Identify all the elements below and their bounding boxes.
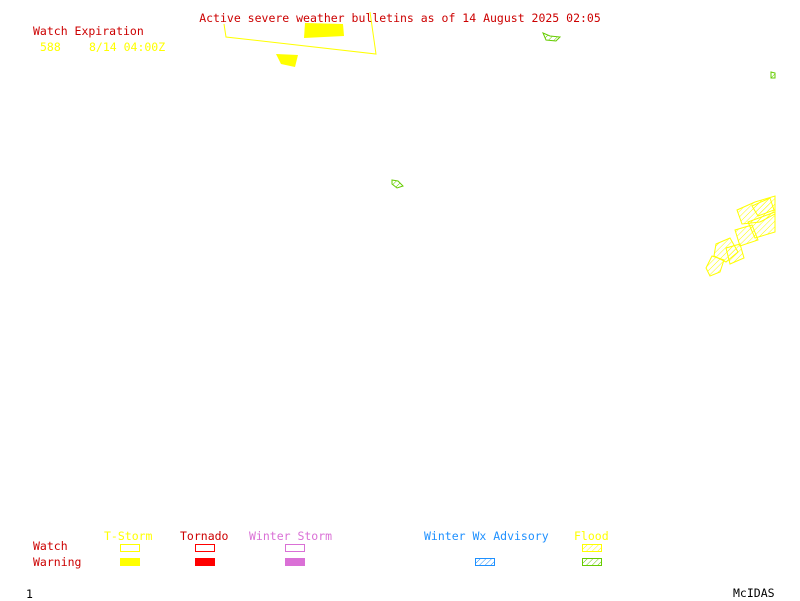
software-label: McIDAS (733, 586, 775, 600)
flood-warning-cluster (705, 195, 776, 277)
legend-label-winter-wx-advisory: Winter Wx Advisory (424, 529, 549, 543)
tstorm-watch-outline (223, 11, 377, 55)
legend-swatch-tornado-warning (195, 558, 215, 566)
flood-warning-polygon (542, 32, 562, 42)
legend-label-tornado: Tornado (180, 529, 229, 543)
legend-label-winter-storm: Winter Storm (249, 529, 333, 543)
legend-swatch-tstorm-warning (120, 558, 140, 566)
legend-swatch-winter-wx-advisory (475, 558, 495, 566)
bulletin-title: Active severe weather bulletins as of 14… (199, 11, 601, 25)
flood-warning-polygon (770, 71, 776, 79)
tstorm-warning-polygon (276, 54, 298, 67)
legend-swatch-flood-watch (582, 544, 602, 552)
legend-swatch-tstorm-watch (120, 544, 140, 552)
legend-swatch-flood-warning (582, 558, 602, 566)
frame-number: 1 (26, 587, 33, 601)
legend-swatch-tornado-watch (195, 544, 215, 552)
legend-row-watch: Watch (33, 539, 68, 553)
legend-row-warning: Warning (33, 555, 82, 569)
flood-warning-polygon (391, 179, 404, 189)
tstorm-warning-polygon (304, 23, 344, 38)
watch-expiration-id: 588 (40, 40, 61, 54)
watch-expiration-heading: Watch Expiration (33, 24, 144, 38)
legend-label-flood: Flood (574, 529, 609, 543)
legend-label-tstorm: T-Storm (104, 529, 153, 543)
legend-swatch-winter-storm-warning (285, 558, 305, 566)
watch-expiration-time: 8/14 04:00Z (89, 40, 166, 54)
legend-swatch-winter-storm-watch (285, 544, 305, 552)
